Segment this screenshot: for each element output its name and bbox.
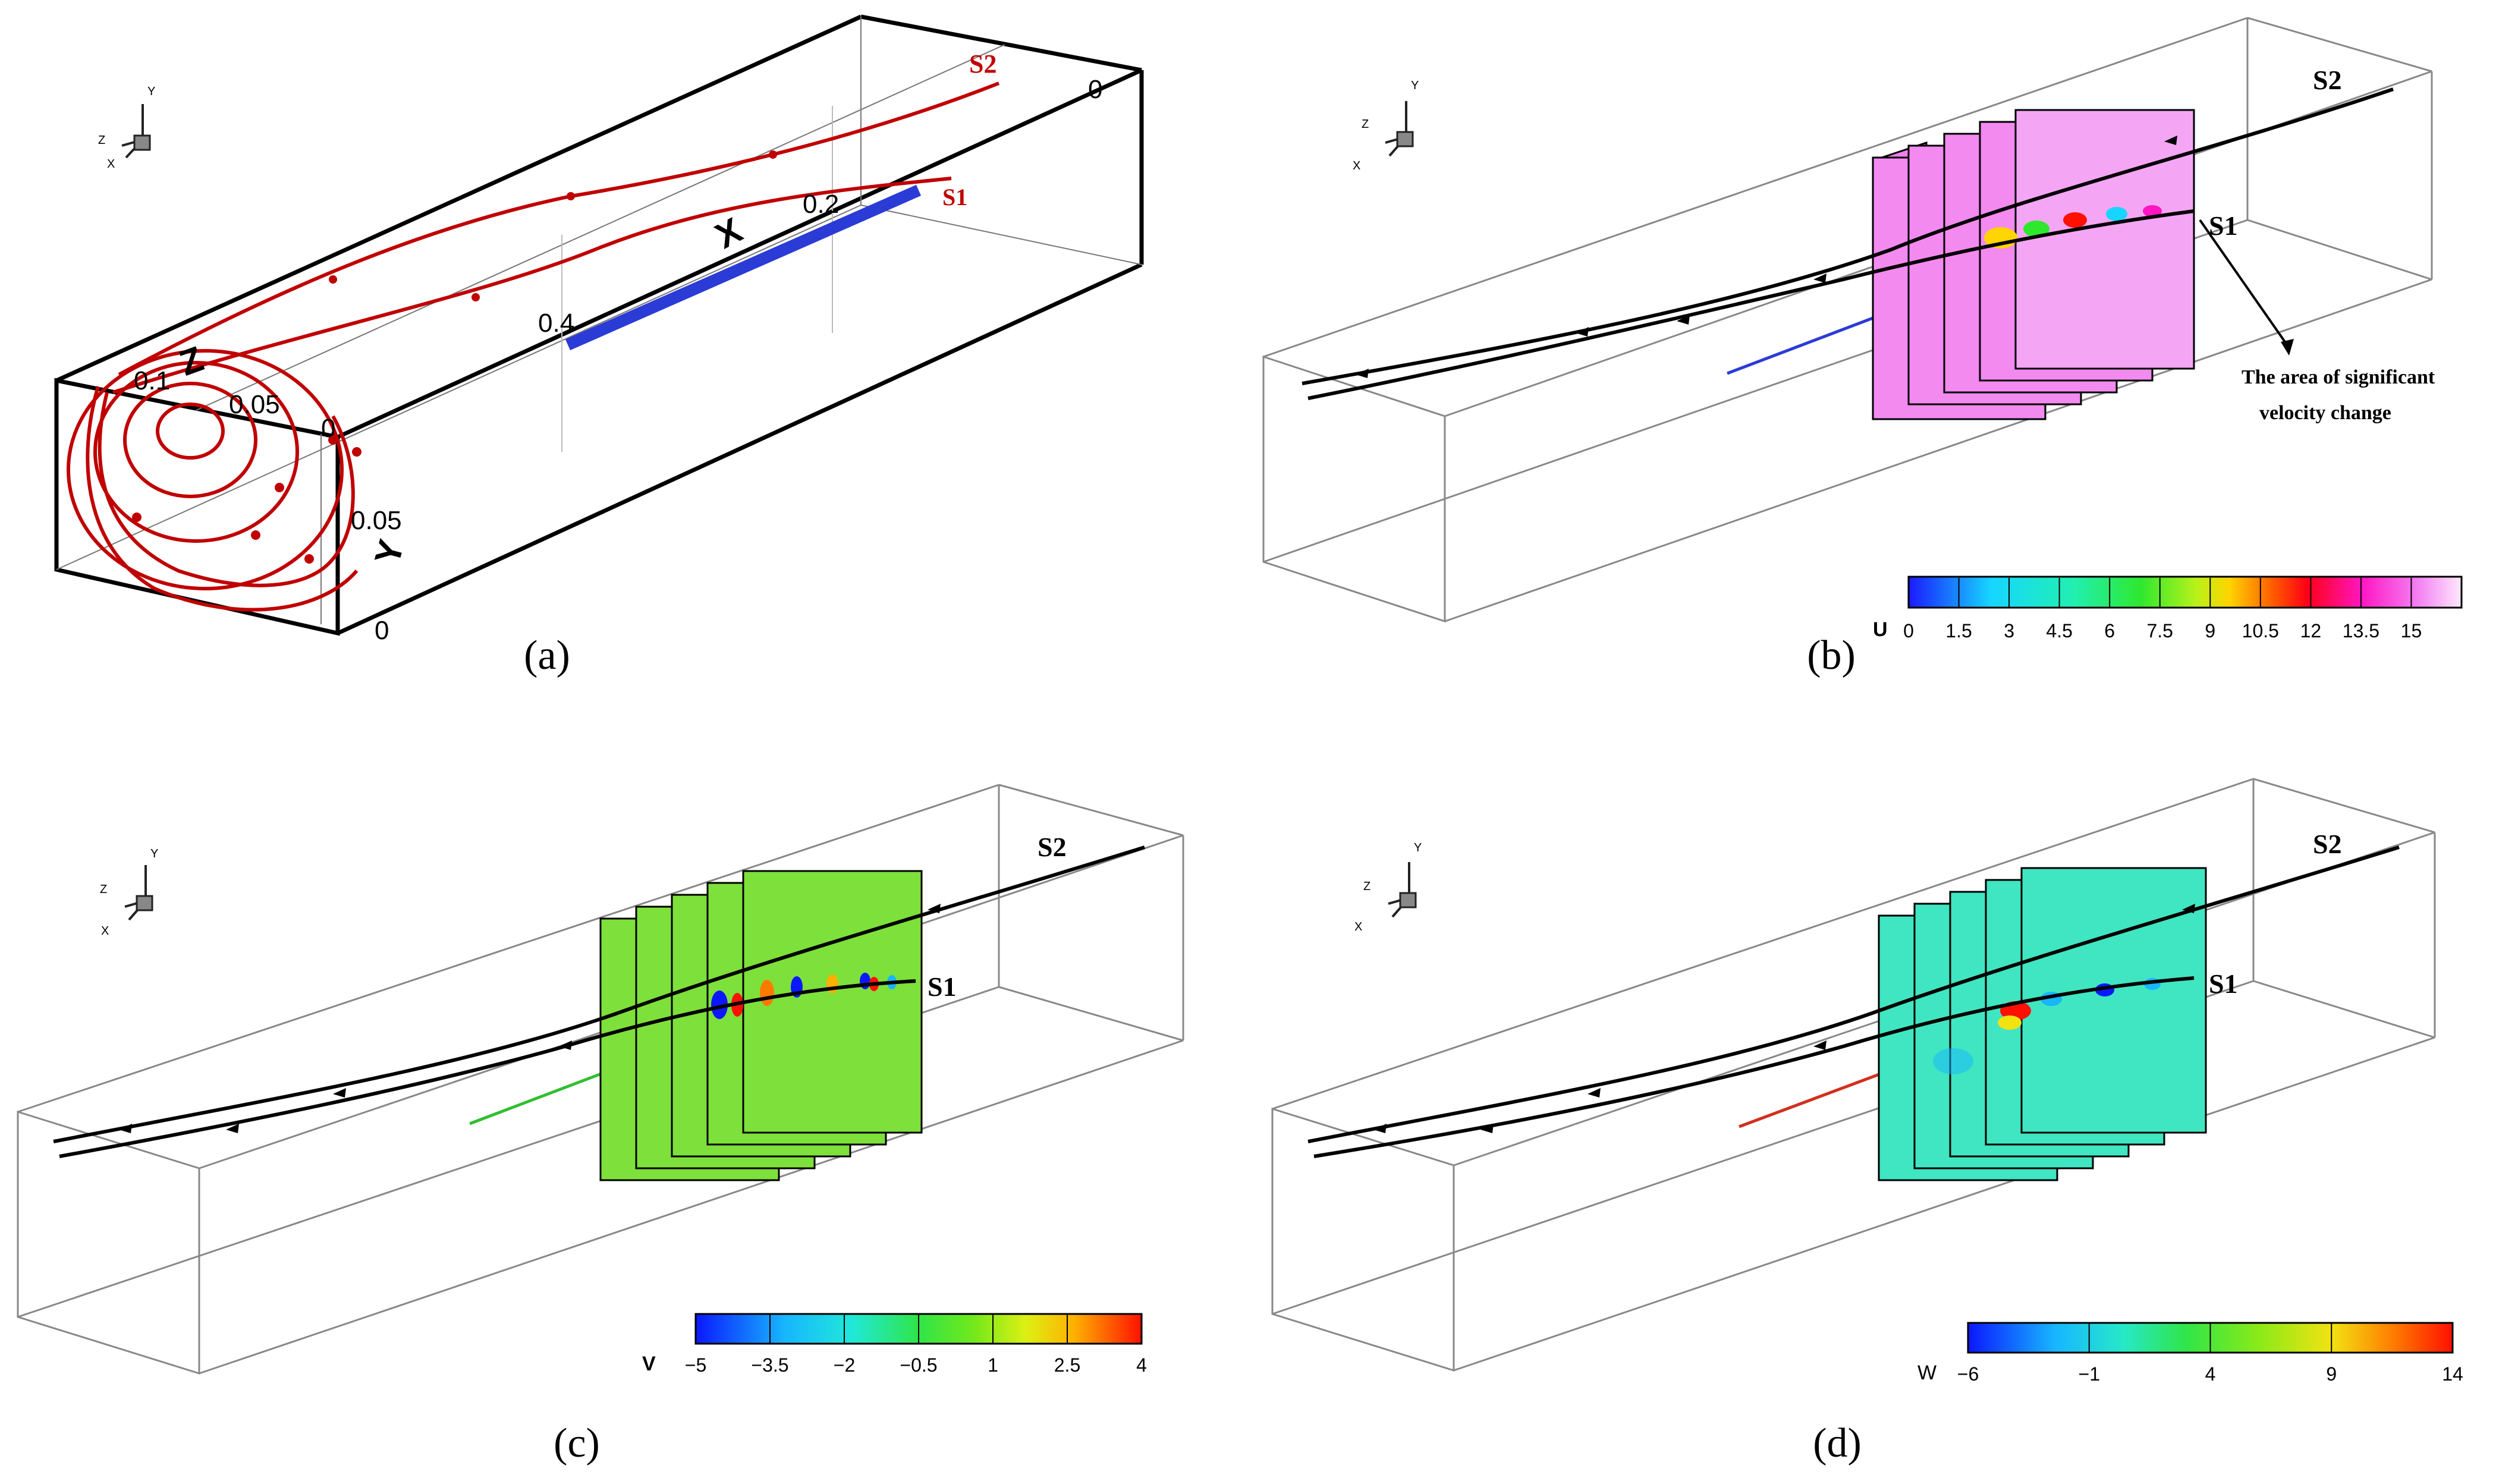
colorbar-tick-label: 7.5 <box>2146 620 2173 642</box>
colorbar-tick-label: 4 <box>1136 1354 1147 1376</box>
annotation-arrowhead <box>2281 339 2294 356</box>
streamlines-b <box>1302 87 2394 400</box>
colorbar-b-variable: U <box>1873 618 1888 641</box>
rod-a <box>565 184 922 351</box>
colorbar-tick-label: 1.5 <box>1945 620 1972 642</box>
axis-title-x: X <box>709 210 749 256</box>
caption-d: (d) <box>1813 1420 1862 1466</box>
triad-x-label: X <box>1353 159 1360 172</box>
streamline-b-markers <box>1356 136 2177 378</box>
triad-x-label: X <box>101 925 109 938</box>
streamline-c-markers <box>119 904 941 1133</box>
triad-x-label: X <box>107 158 115 171</box>
colorbar-tick-label: 13.5 <box>2343 620 2379 642</box>
streamline-label-s1: S1 <box>942 184 967 210</box>
annotation-line-2: velocity change <box>2259 402 2391 424</box>
colorbar-tick-label: 9 <box>2326 1363 2337 1385</box>
triad-z-label: Z <box>98 134 105 147</box>
axis-triad-c: Y Z X <box>100 847 158 938</box>
colorbar-tick-label: 1 <box>988 1354 998 1376</box>
colorbar-d-variable: W <box>1917 1362 1937 1384</box>
streamlines-d <box>1307 845 2400 1158</box>
panel-c: Y Z X <box>17 784 1184 1466</box>
triad-y-label: Y <box>1414 841 1422 854</box>
colorbar-tick-label: 4.5 <box>2046 620 2072 642</box>
streamline-label-s2: S2 <box>969 49 996 78</box>
triad-z-label: Z <box>1362 118 1369 131</box>
domain-box-b <box>1262 17 2433 623</box>
axis-title-z: Z <box>174 338 208 383</box>
streamlines-c <box>53 845 1145 1158</box>
contour-planes-c <box>599 870 923 1181</box>
triad-y-label: Y <box>1411 79 1419 92</box>
colorbar-c-variable: V <box>642 1353 656 1375</box>
contour-planes-d <box>1878 867 2207 1181</box>
streamline-label-s1: S1 <box>2209 210 2238 241</box>
colorbar-tick-label: −1 <box>2079 1363 2100 1385</box>
x-tick-0.4: 0.4 <box>538 309 574 338</box>
colorbar-tick-label: 3 <box>2004 620 2014 642</box>
colorbar-tick-label: 9 <box>2205 620 2215 642</box>
axis-triad-b: Y Z X <box>1353 79 1419 172</box>
domain-box-d <box>1271 778 2436 1372</box>
domain-box-a-back <box>56 17 1142 624</box>
colorbar-tick-label: −2 <box>834 1354 855 1376</box>
colorbar-c: V −5 −3.5 −2 −0.5 1 2.5 4 <box>642 1313 1147 1376</box>
colorbar-tick-label: −5 <box>685 1354 706 1376</box>
colorbar-tick-label: 6 <box>2104 620 2115 642</box>
colorbar-tick-label: −6 <box>1957 1363 1979 1385</box>
colorbar-tick-label: 2.5 <box>1054 1354 1080 1376</box>
panel-b: Y Z X <box>1262 17 2463 678</box>
x-tick-0: 0 <box>1088 75 1102 104</box>
streamline-label-s2: S2 <box>1038 832 1067 862</box>
annotation-line-1: The area of significant <box>2242 366 2435 388</box>
colorbar-tick-label: 10.5 <box>2242 620 2279 642</box>
x-tick-0.2: 0.2 <box>803 190 839 219</box>
colorbar-b: U 0 1.5 3 4.5 6 7.5 9 10.5 12 13.5 15 <box>1873 576 2463 642</box>
streamline-label-s2: S2 <box>2313 65 2342 95</box>
domain-box-a <box>54 14 1144 636</box>
axis-title-y: Y <box>367 536 411 569</box>
colorbar-d: W −6 −1 4 9 14 <box>1917 1322 2463 1385</box>
axis-triad-a: Y Z X <box>98 85 155 171</box>
triad-z-label: Z <box>100 883 107 896</box>
colorbar-tick-label: −3.5 <box>751 1354 788 1376</box>
contour-planes-b <box>1872 109 2195 420</box>
colorbar-tick-label: 15 <box>2401 620 2422 642</box>
z-tick-0.1: 0.1 <box>134 366 170 395</box>
colorbar-tick-label: 4 <box>2205 1363 2216 1385</box>
streamline-label-s1: S1 <box>2209 969 2238 999</box>
triad-x-label: X <box>1354 920 1362 933</box>
caption-a: (a) <box>524 633 570 678</box>
triad-z-label: Z <box>1363 880 1370 893</box>
y-tick-0: 0 <box>375 616 389 645</box>
colorbar-tick-label: 14 <box>2442 1363 2463 1385</box>
colorbar-tick-label: −0.5 <box>900 1354 937 1376</box>
triad-y-label: Y <box>150 847 158 860</box>
annotation-arrow <box>2199 219 2290 349</box>
colorbar-tick-label: 0 <box>1903 620 1914 642</box>
caption-b: (b) <box>1807 633 1856 678</box>
streamline-a-markers <box>132 150 777 564</box>
z-tick-0.05: 0.05 <box>229 390 280 419</box>
panel-d: Y Z X <box>1271 778 2463 1466</box>
axis-triad-d: Y Z X <box>1354 841 1422 933</box>
colorbar-c-ticks: −5 −3.5 −2 −0.5 1 2.5 4 <box>685 1314 1147 1376</box>
caption-c: (c) <box>554 1420 600 1466</box>
colorbar-tick-label: 12 <box>2300 620 2322 642</box>
colorbar-d-ticks: −6 −1 4 9 14 <box>1957 1323 2463 1385</box>
streamline-d-markers <box>1373 904 2195 1133</box>
z-tick-0: 0 <box>321 414 335 443</box>
colorbar-b-ticks: 0 1.5 3 4.5 6 7.5 9 10.5 12 13.5 15 <box>1903 578 2422 642</box>
streamline-label-s2: S2 <box>2313 829 2342 859</box>
panel-a: Y Z X <box>54 14 1144 678</box>
streamline-label-s1: S1 <box>928 971 957 1002</box>
y-tick-0.05: 0.05 <box>351 506 402 535</box>
triad-y-label: Y <box>147 85 155 98</box>
